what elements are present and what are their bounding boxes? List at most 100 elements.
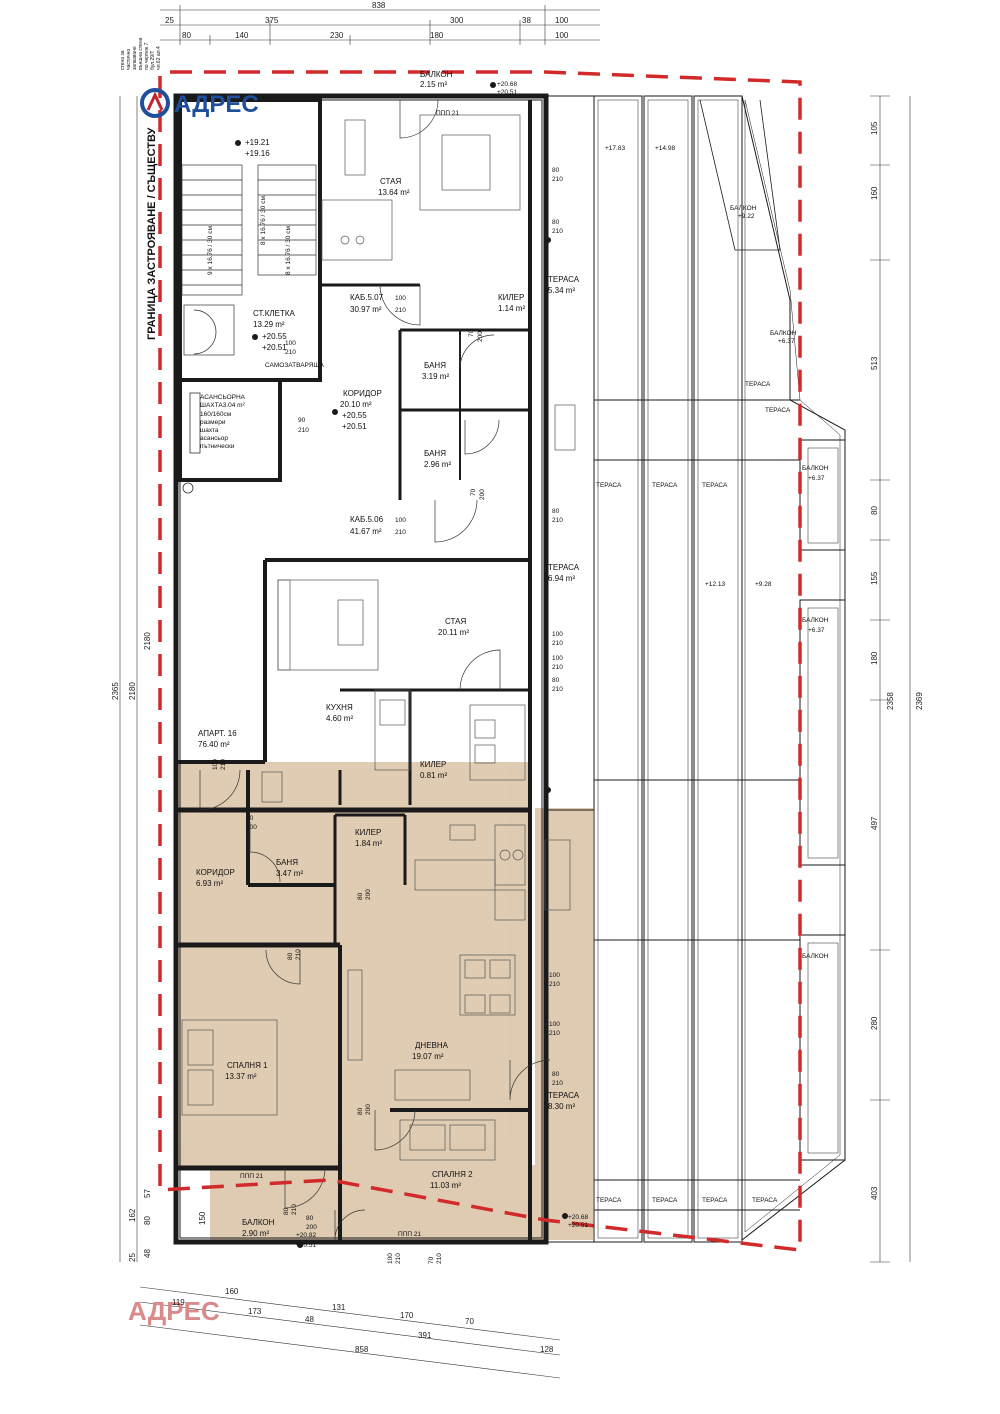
neighbor-terrace: ТЕРАСА bbox=[765, 407, 791, 414]
corridor-name: КОРИДОР bbox=[343, 389, 382, 398]
bed2-door: 80 bbox=[306, 1215, 314, 1222]
note-line: бул.29/Т bbox=[150, 51, 156, 70]
dim-right: 280 bbox=[870, 1016, 879, 1030]
bed1-door: 210 bbox=[295, 949, 302, 960]
bath1-area: 3.19 m² bbox=[422, 372, 449, 381]
kitchen-area: 4.60 m² bbox=[326, 714, 353, 723]
neighbor-balcony: БАЛКОН bbox=[802, 953, 829, 960]
bath2-door: 70 bbox=[470, 488, 477, 496]
apt-balcony-door: 80 bbox=[283, 1207, 290, 1215]
window-label: ППП 21 bbox=[436, 110, 459, 117]
neighbor-level: +12.13 bbox=[705, 581, 725, 588]
construction-boundary bbox=[158, 70, 802, 1252]
dim-left: 162 bbox=[128, 1208, 137, 1222]
window-label: ППП 21 bbox=[398, 1231, 421, 1238]
dim-top: 375 bbox=[265, 16, 279, 25]
opening-label: 80 bbox=[552, 508, 560, 515]
apt-terrace-area: 8.30 m² bbox=[548, 1102, 575, 1111]
neighbor-level: +17.83 bbox=[605, 145, 625, 152]
boundary-label: ГРАНИЦА ЗАСТРОЯВАНЕ / СЪЩЕСТВУ bbox=[146, 127, 158, 340]
opening-label: 210 bbox=[552, 1080, 563, 1087]
stair-door-2: 210 bbox=[285, 349, 296, 356]
apt-bath-area: 3.47 m² bbox=[276, 869, 303, 878]
window-label: ППП 21 bbox=[240, 1173, 263, 1180]
balcony-top-level: +20.51 bbox=[497, 89, 517, 96]
cab506-name: КАБ.5.06 bbox=[350, 515, 384, 524]
logo-a-icon bbox=[146, 91, 164, 111]
elevator-line: пътнически bbox=[200, 443, 235, 450]
note-line: чл.62 ал.4 bbox=[156, 46, 162, 70]
apartment-door: 210 bbox=[220, 759, 227, 770]
dim-right: 513 bbox=[870, 356, 879, 370]
apt-terrace-level: +20.68 bbox=[568, 1214, 588, 1221]
apt-storage-door: 80 bbox=[357, 892, 364, 900]
cab507-name: КАБ.5.07 bbox=[350, 293, 384, 302]
storage1-door: 200 bbox=[477, 331, 484, 342]
dim-total-top: 838 bbox=[372, 1, 386, 10]
stair-closer-note: САМОЗАТВАРЯЩА bbox=[265, 362, 325, 369]
storage2-name: КИЛЕР bbox=[420, 760, 446, 769]
stair-level-top1: +19.21 bbox=[245, 138, 270, 147]
dim-top: 100 bbox=[555, 31, 569, 40]
apt-balcony-name: БАЛКОН bbox=[242, 1218, 275, 1227]
dim-top: 180 bbox=[430, 31, 444, 40]
apt-terrace-door: 210 bbox=[549, 981, 560, 988]
dim-left: 150 bbox=[198, 1211, 207, 1225]
neighbor-terrace: ТЕРАСА bbox=[652, 1197, 678, 1204]
neighbor-balcony: БАЛКОН bbox=[802, 465, 829, 472]
living-door: 80 bbox=[357, 1107, 364, 1115]
dim-right: 80 bbox=[870, 506, 879, 515]
opening-label: 210 bbox=[552, 664, 563, 671]
dim-left: 2180 bbox=[128, 682, 137, 700]
apt-terrace-door: 210 bbox=[549, 1030, 560, 1037]
apartment-area: 76.40 m² bbox=[198, 740, 230, 749]
room2-name: СТАЯ bbox=[445, 617, 466, 626]
stair-level-1: +20.55 bbox=[262, 332, 287, 341]
dim-bottom: 48 bbox=[305, 1315, 314, 1324]
stair-flight-label: 9 x 16.76 / 30 см. bbox=[207, 224, 214, 275]
neighbor-level: +14.98 bbox=[655, 145, 675, 152]
cab506-door: 100 bbox=[395, 517, 406, 524]
note-line: външна стена bbox=[138, 37, 144, 70]
balcony-top-level: +20.68 bbox=[497, 81, 517, 88]
dim-left: 57 bbox=[143, 1189, 152, 1198]
opening-label: 210 bbox=[552, 176, 563, 183]
dim-top: 38 bbox=[522, 16, 531, 25]
neighbor-level: +9.28 bbox=[755, 581, 772, 588]
dim-right: 105 bbox=[870, 121, 879, 135]
dim-bottom: 128 bbox=[540, 1345, 554, 1354]
dim-top: 300 bbox=[450, 16, 464, 25]
apt-terrace-door: 100 bbox=[549, 1021, 560, 1028]
corridor-area: 20.10 m² bbox=[340, 400, 372, 409]
stair-flight-label: 8 x 16.76 / 30 см. bbox=[285, 224, 292, 275]
bath2-area: 2.96 m² bbox=[424, 460, 451, 469]
stair-level-top2: +19.16 bbox=[245, 149, 270, 158]
building-walls bbox=[173, 93, 549, 1245]
neighbor-level: +9.22 bbox=[738, 213, 755, 220]
dim-top: 25 bbox=[165, 16, 174, 25]
bath2-door: 200 bbox=[479, 489, 486, 500]
apt-terrace-name: ТЕРАСА bbox=[548, 1091, 580, 1100]
cab507-area: 30.97 m² bbox=[350, 305, 382, 314]
door-swings bbox=[199, 99, 551, 1241]
neighbor-balcony: БАЛКОН bbox=[802, 617, 829, 624]
bed2-name: СПАЛНЯ 2 bbox=[432, 1170, 473, 1179]
terrace-name: ТЕРАСА bbox=[548, 563, 580, 572]
apt-storage-name: КИЛЕР bbox=[355, 828, 381, 837]
dim-right: 403 bbox=[870, 1186, 879, 1200]
neighbor-terrace: ТЕРАСА bbox=[752, 1197, 778, 1204]
living-name: ДНЕВНА bbox=[415, 1041, 449, 1050]
neighbor-terrace: ТЕРАСА bbox=[596, 482, 622, 489]
brand-logo: АДРЕС bbox=[140, 88, 259, 118]
bed1-door: 80 bbox=[287, 952, 294, 960]
balcony-top-area: 2.15 m² bbox=[420, 80, 447, 89]
corridor-level: +20.55 bbox=[342, 411, 367, 420]
top-note: стена за частично запазване външна стена… bbox=[120, 37, 162, 70]
dim-bottom: 119 bbox=[172, 1298, 185, 1307]
room1-area: 13.64 m² bbox=[378, 188, 410, 197]
elevator-shaft bbox=[182, 392, 201, 494]
dim-bottom: 131 bbox=[332, 1303, 346, 1312]
elevator-line: размери bbox=[200, 419, 226, 426]
dim-bottom: 391 bbox=[418, 1331, 432, 1340]
